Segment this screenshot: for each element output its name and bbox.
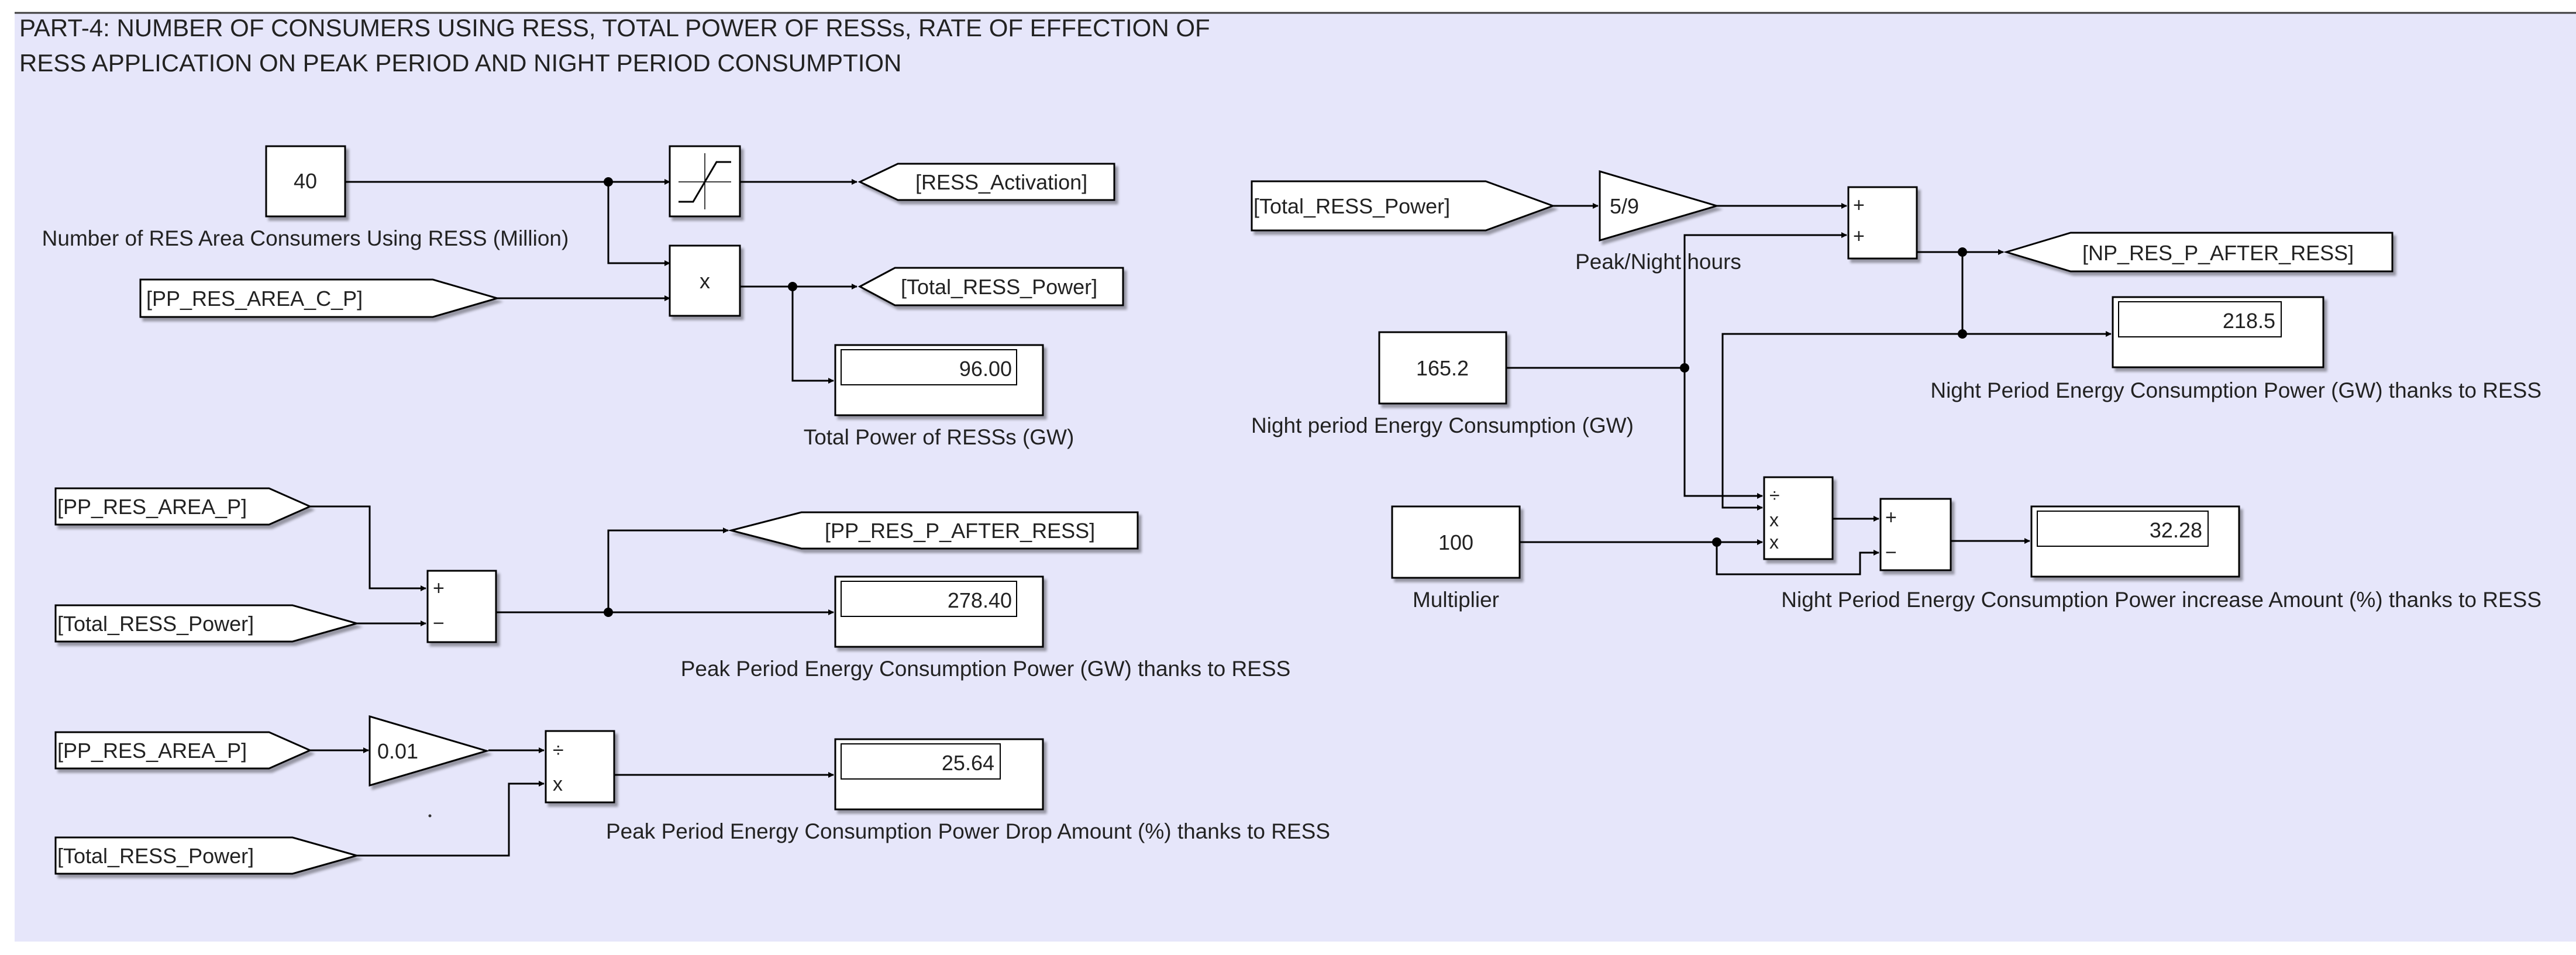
peak-power-label: Peak Period Energy Consumption Power (GW… xyxy=(681,657,1291,681)
area-panel xyxy=(15,13,2576,942)
goto-label: [NP_RES_P_AFTER_RESS] xyxy=(2082,241,2354,265)
sum-block-2[interactable]: + + xyxy=(1847,186,1918,260)
saturation-icon xyxy=(679,153,731,209)
goto-total-ress-power[interactable]: [Total_RESS_Power] xyxy=(857,267,1124,306)
sum-port-plus: + xyxy=(433,577,445,599)
display-value: 25.64 xyxy=(942,751,994,775)
multiplier-label: Multiplier xyxy=(1413,588,1499,612)
gain-value: 0.01 xyxy=(377,739,418,763)
constant-value: 40 xyxy=(294,169,317,193)
from-label: [PP_RES_AREA_C_P] xyxy=(146,287,363,311)
display-night-power[interactable]: 218.5 xyxy=(2112,296,2324,368)
from-total-ress-power-1[interactable]: [Total_RESS_Power] xyxy=(54,604,360,643)
display-peak-drop[interactable]: 25.64 xyxy=(834,738,1044,811)
night-consumption-label: Night period Energy Consumption (GW) xyxy=(1251,413,1634,437)
from-pp-res-area-p-2[interactable]: [PP_RES_AREA_P] xyxy=(54,731,312,770)
sum-block-3[interactable]: + − xyxy=(1879,498,1952,571)
sum-port-plus-2: + xyxy=(1853,225,1865,247)
night-increase-label: Night Period Energy Consumption Power in… xyxy=(1781,588,2541,612)
stray-dot xyxy=(428,814,432,818)
area-title-line-1: PART-4: NUMBER OF CONSUMERS USING RESS, … xyxy=(19,14,1210,42)
from-label: [Total_RESS_Power] xyxy=(57,612,254,636)
gain-block-001[interactable]: 0.01 xyxy=(369,715,490,787)
divide-block-2[interactable]: ÷ x x xyxy=(1763,476,1834,560)
sum-port-minus: − xyxy=(1885,542,1897,564)
goto-label: [PP_RES_P_AFTER_RESS] xyxy=(825,519,1095,543)
peak-drop-label: Peak Period Energy Consumption Power Dro… xyxy=(606,819,1330,843)
product-block-1[interactable]: x xyxy=(669,244,741,317)
divide-port-div: ÷ xyxy=(553,739,564,761)
signal-lines xyxy=(310,179,2112,857)
display-value: 32.28 xyxy=(2150,518,2202,542)
display-total-power[interactable]: 96.00 xyxy=(834,344,1044,416)
sum-block-1[interactable]: + − xyxy=(426,570,497,643)
branch-points xyxy=(604,177,1967,617)
from-label: [PP_RES_AREA_P] xyxy=(57,495,247,519)
area-title-line-2: RESS APPLICATION ON PEAK PERIOD AND NIGH… xyxy=(19,49,901,77)
goto-ress-activation[interactable]: [RESS_Activation] xyxy=(857,163,1115,201)
display-night-increase[interactable]: 32.28 xyxy=(2030,505,2240,578)
sum-port-plus: + xyxy=(1885,506,1897,529)
total-power-label: Total Power of RESSs (GW) xyxy=(804,425,1075,449)
gain-block-peak-night[interactable]: 5/9 xyxy=(1599,170,1720,242)
from-label: [Total_RESS_Power] xyxy=(57,844,254,868)
saturation-block[interactable] xyxy=(669,145,741,218)
product-symbol: x xyxy=(700,269,710,293)
from-label: [Total_RESS_Power] xyxy=(1253,194,1450,218)
from-pp-res-area-p-1[interactable]: [PP_RES_AREA_P] xyxy=(54,487,312,526)
sum-port-plus-1: + xyxy=(1853,194,1865,216)
from-pp-res-area-c-p[interactable]: [PP_RES_AREA_C_P] xyxy=(139,278,501,318)
sum-port-minus: − xyxy=(433,612,445,635)
divide-port-mul-2: x xyxy=(1769,532,1779,553)
divide-port-mul-1: x xyxy=(1769,509,1779,530)
constant-value: 100 xyxy=(1438,530,1473,554)
gain-value: 5/9 xyxy=(1610,194,1639,218)
display-value: 278.40 xyxy=(948,588,1012,612)
divide-port-div: ÷ xyxy=(1769,485,1780,506)
consumers-block-label: Number of RES Area Consumers Using RESS … xyxy=(42,226,569,250)
from-label: [PP_RES_AREA_P] xyxy=(57,739,247,763)
constant-block-consumers[interactable]: 40 xyxy=(265,145,346,218)
gain-peak-night-label: Peak/Night hours xyxy=(1575,250,1741,274)
constant-block-multiplier[interactable]: 100 xyxy=(1391,505,1521,579)
from-total-ress-power-2[interactable]: [Total_RESS_Power] xyxy=(54,836,360,875)
constant-block-night-consumption[interactable]: 165.2 xyxy=(1378,331,1507,405)
from-total-ress-power-3[interactable]: [Total_RESS_Power] xyxy=(1251,180,1556,232)
display-peak-power[interactable]: 278.40 xyxy=(834,575,1044,648)
constant-value: 165.2 xyxy=(1416,356,1469,380)
divide-block-1[interactable]: ÷ x xyxy=(545,730,615,804)
display-value: 96.00 xyxy=(959,357,1012,381)
goto-label: [RESS_Activation] xyxy=(915,170,1087,194)
goto-pp-res-p-after-ress[interactable]: [PP_RES_P_AFTER_RESS] xyxy=(728,511,1139,550)
night-power-label: Night Period Energy Consumption Power (G… xyxy=(1930,378,2541,402)
goto-np-res-p-after-ress[interactable]: [NP_RES_P_AFTER_RESS] xyxy=(2003,232,2394,273)
divide-port-mul: x xyxy=(553,773,563,795)
display-value: 218.5 xyxy=(2223,309,2275,333)
goto-label: [Total_RESS_Power] xyxy=(901,275,1097,299)
